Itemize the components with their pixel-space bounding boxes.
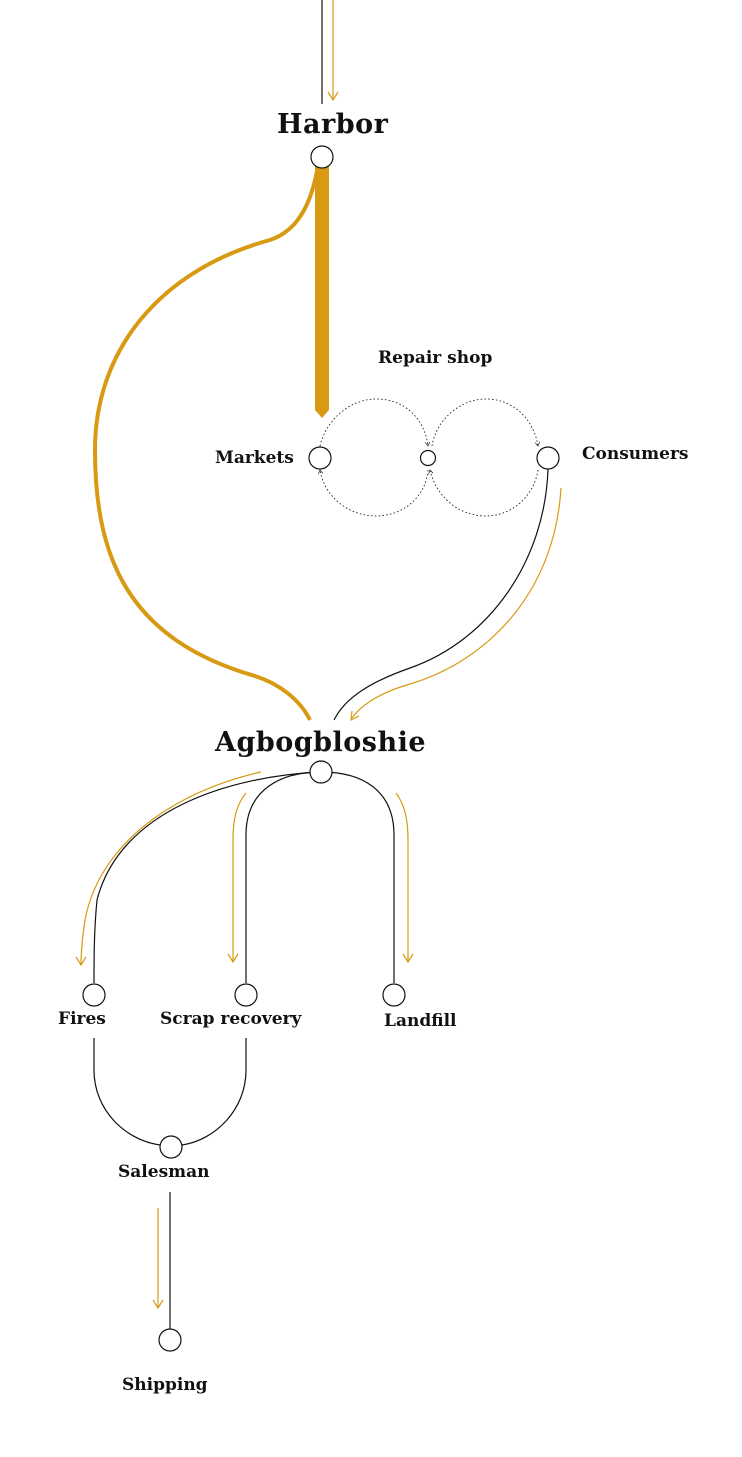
agbogbloshie-scrap-line [245,771,322,983]
agbogbloshie-fires-flow [75,771,262,967]
scrap-salesman-line [181,1038,247,1146]
salesman-node [159,1135,183,1159]
agbogbloshie-node [309,760,333,784]
scrap-recovery-node [234,983,258,1007]
repair-shop-loops [320,398,538,517]
landfill-node [382,983,406,1007]
scrap-recovery-label: Scrap recovery [160,1009,302,1029]
shipping-node [158,1328,182,1352]
fires-salesman-line [93,1038,161,1146]
repair-shop-label: Repair shop [378,348,493,368]
agbogbloshie-scrap-flow [227,792,247,964]
agbogbloshie-label: Agbogbloshie [215,727,427,758]
agbogbloshie-fires-line [93,771,322,984]
harbor-markets-flow [315,166,329,418]
harbor-label: Harbor [277,109,389,140]
markets-label: Markets [215,448,294,468]
harbor-agbogbloshie-flow [92,165,320,721]
shipping-label: Shipping [122,1375,208,1395]
consumers-agbogbloshie-line [333,468,549,721]
agbogbloshie-landfill-flow [395,792,414,964]
landfill-label: Landfill [384,1011,457,1031]
agbogbloshie-landfill-line [320,771,395,983]
consumers-node [536,446,560,470]
repair-shop-node [419,449,437,467]
salesman-label: Salesman [118,1162,210,1182]
markets-node [308,446,332,470]
consumers-agbogbloshie-flow [350,487,562,722]
incoming-flow-arrow [327,0,339,102]
salesman-shipping-flow [152,1208,164,1310]
fires-node [82,983,106,1007]
consumers-label: Consumers [582,444,689,464]
harbor-node [310,145,334,169]
fires-label: Fires [58,1009,106,1029]
